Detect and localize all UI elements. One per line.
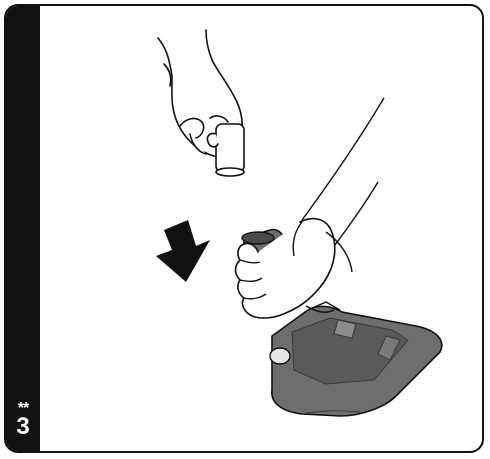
hand-holding-filter-icon xyxy=(158,30,244,176)
step-marker: ** 3 xyxy=(6,401,40,439)
assembly-illustration xyxy=(40,6,484,451)
hand-holding-tube-icon xyxy=(236,219,353,318)
step-number: 3 xyxy=(6,415,40,439)
down-arrow-icon xyxy=(156,220,210,282)
instruction-panel: ** 3 xyxy=(4,4,484,453)
vacuum-floor-head-icon xyxy=(270,302,442,416)
step-sidebar: ** 3 xyxy=(6,6,40,451)
